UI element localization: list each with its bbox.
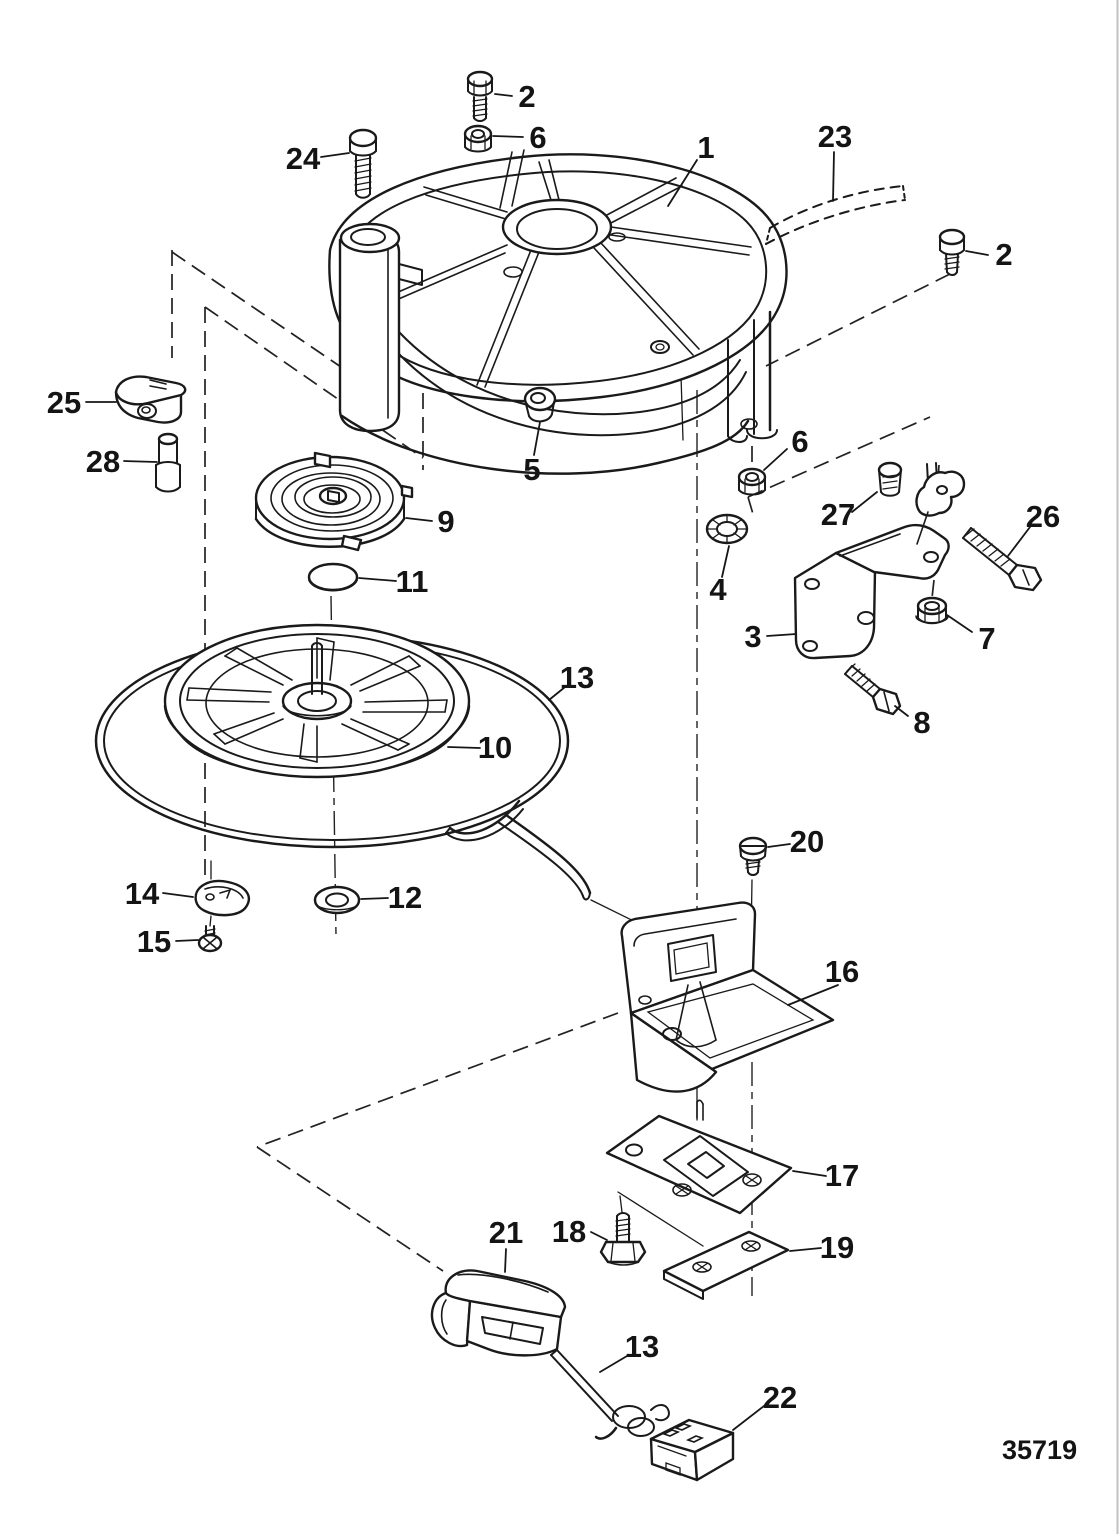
starter-handle <box>430 1269 567 1357</box>
callout-label: 3 <box>744 619 761 654</box>
callout-label: 4 <box>709 572 727 607</box>
callout-label: 23 <box>818 119 852 154</box>
callout-5: 5 <box>523 421 541 487</box>
bolt-8 <box>844 663 902 716</box>
callout-21: 21 <box>489 1215 523 1273</box>
callout-27: 27 <box>821 491 878 532</box>
callout-22: 22 <box>732 1380 797 1431</box>
callout-13-loop: 13 <box>548 660 594 701</box>
callout-15: 15 <box>137 924 199 959</box>
callout-25: 25 <box>47 385 117 420</box>
recoil-pulley <box>163 623 471 779</box>
rope-guide-block <box>114 375 187 424</box>
callout-label: 2 <box>995 237 1012 272</box>
nut-7 <box>915 596 949 625</box>
rope-end-knot <box>550 1349 670 1440</box>
anchor-bracket <box>620 901 835 1093</box>
callout-26: 26 <box>1007 499 1060 557</box>
nut-6-top <box>463 124 493 153</box>
callout-3: 3 <box>744 619 797 654</box>
starter-housing <box>328 149 788 475</box>
bolt-26 <box>962 527 1043 592</box>
callout-28: 28 <box>86 444 158 479</box>
callout-6-mid: 6 <box>763 424 809 471</box>
callout-1: 1 <box>667 130 715 207</box>
callout-24: 24 <box>286 141 350 176</box>
callout-label: 1 <box>697 130 714 165</box>
callout-label: 28 <box>86 444 120 479</box>
callout-2-top: 2 <box>494 79 536 114</box>
lock-washer-4 <box>705 513 749 545</box>
pulley-fan-blades <box>186 637 448 763</box>
drawing-number: 35719 <box>1002 1435 1077 1465</box>
callout-16: 16 <box>787 954 859 1006</box>
callout-label: 13 <box>560 660 594 695</box>
callout-23: 23 <box>818 119 852 202</box>
callout-6-top: 6 <box>492 120 547 155</box>
callout-label: 27 <box>821 497 855 532</box>
callout-label: 7 <box>978 621 995 656</box>
callout-2-right: 2 <box>965 237 1013 272</box>
callout-label: 25 <box>47 385 81 420</box>
bolt-2-right <box>938 228 966 276</box>
callout-label: 19 <box>820 1230 854 1265</box>
bolt-18 <box>599 1195 647 1266</box>
callout-19: 19 <box>789 1230 854 1265</box>
callout-label: 8 <box>913 705 930 740</box>
callout-label: 26 <box>1026 499 1060 534</box>
callout-12: 12 <box>360 880 422 915</box>
nut-6-mid <box>737 467 767 496</box>
callout-11: 11 <box>358 564 429 599</box>
housing-bushing <box>523 386 557 423</box>
spacer-plate <box>662 1230 790 1300</box>
callout-13-rope: 13 <box>599 1329 659 1373</box>
callout-label: 2 <box>518 79 535 114</box>
callout-9: 9 <box>405 504 455 539</box>
callout-label: 12 <box>388 880 422 915</box>
callout-label: 15 <box>137 924 171 959</box>
latch-plate <box>605 1099 793 1215</box>
callout-label: 6 <box>529 120 546 155</box>
spacer-27 <box>877 461 903 497</box>
decal <box>765 185 906 245</box>
callout-14: 14 <box>125 876 194 911</box>
spring-cap <box>307 562 359 592</box>
callout-label: 14 <box>125 876 160 911</box>
bolt-24 <box>348 128 378 199</box>
pawl-screw <box>197 925 223 953</box>
callout-18: 18 <box>552 1214 608 1249</box>
callouts: 2 6 24 1 23 2 25 28 <box>47 79 1060 1431</box>
callout-label: 17 <box>825 1158 859 1193</box>
callout-label: 16 <box>825 954 859 989</box>
callout-20: 20 <box>767 824 824 859</box>
starter-pawl <box>194 860 251 927</box>
callout-label: 22 <box>763 1380 797 1415</box>
callout-4: 4 <box>709 545 730 607</box>
washer-12 <box>313 885 361 915</box>
callout-label: 24 <box>286 141 321 176</box>
callout-10: 10 <box>447 730 512 765</box>
recoil-spring-cassette <box>254 451 414 552</box>
callout-label: 13 <box>625 1329 659 1364</box>
callout-label: 6 <box>791 424 808 459</box>
callout-label: 21 <box>489 1215 523 1250</box>
callout-17: 17 <box>792 1158 859 1193</box>
callout-label: 10 <box>478 730 512 765</box>
bolt-2-top <box>466 70 494 122</box>
callout-label: 18 <box>552 1214 586 1249</box>
callout-8: 8 <box>894 705 931 740</box>
interlock-bracket <box>793 462 966 660</box>
housing-ribs <box>386 149 752 388</box>
callout-7: 7 <box>946 614 996 656</box>
callout-label: 20 <box>790 824 824 859</box>
callout-label: 11 <box>396 564 429 599</box>
callout-label: 9 <box>437 504 454 539</box>
rope-anchor-block <box>649 1418 735 1482</box>
callout-label: 5 <box>523 452 540 487</box>
step-pin <box>155 432 181 493</box>
